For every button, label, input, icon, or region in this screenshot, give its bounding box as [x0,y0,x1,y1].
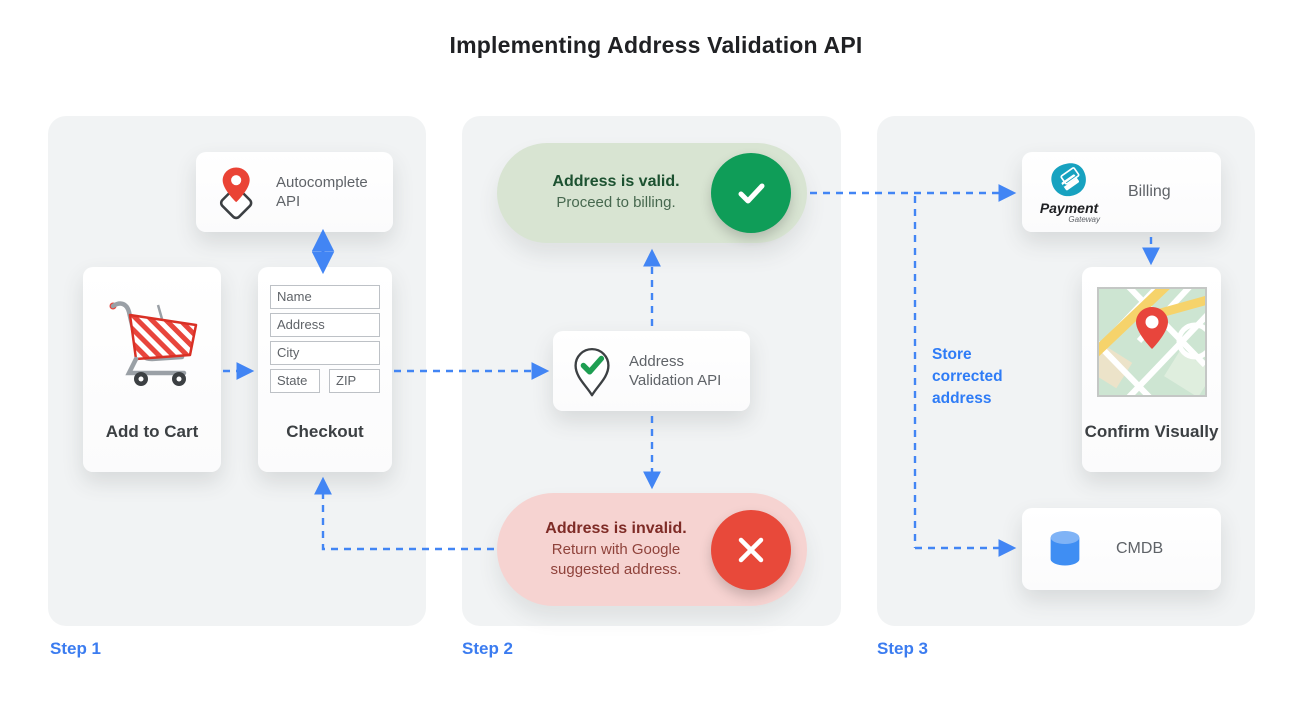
autocomplete-api-label: Autocomplete API [276,173,368,211]
add-to-cart-card: Add to Cart [83,267,221,472]
checkout-form: Name Address City State ZIP [270,285,380,397]
address-invalid-pill: Address is invalid. Return with Google s… [497,493,807,606]
billing-card: Payment Gateway Billing [1022,152,1221,232]
address-valid-subtitle: Proceed to billing. [556,194,676,212]
address-validation-api-label: Address Validation API [629,352,722,390]
pin-check-icon [567,342,617,400]
address-invalid-title: Address is invalid. [545,520,687,537]
billing-label: Billing [1128,182,1171,200]
address-field[interactable]: Address [270,313,380,337]
step-3-label: Step 3 [877,639,929,658]
page-title: Implementing Address Validation API [449,32,863,58]
address-valid-text: Address is valid. Proceed to billing. [497,173,711,213]
cmdb-card: CMDB [1022,508,1221,590]
add-to-cart-label: Add to Cart [105,421,199,441]
checkout-label: Checkout [286,421,364,441]
payment-logo-subtitle: Gateway [1068,214,1100,224]
address-valid-pill: Address is valid. Proceed to billing. [497,143,807,243]
address-invalid-subtitle: Return with Google suggested address. [550,541,682,578]
shopping-cart-icon [100,293,204,389]
checkout-card: Name Address City State ZIP Checkout [258,267,392,472]
state-field[interactable]: State [270,369,320,393]
check-circle-icon [711,153,791,233]
cmdb-label: CMDB [1116,539,1164,557]
address-valid-title: Address is valid. [552,173,680,191]
zip-field[interactable]: ZIP [329,369,380,393]
autocomplete-api-card: Autocomplete API [196,152,393,232]
x-circle-icon [711,509,791,590]
address-validation-api-card: Address Validation API [553,331,750,411]
address-invalid-text: Address is invalid. Return with Google s… [497,520,711,579]
payment-logo-title: Payment [1039,199,1099,216]
map-thumbnail [1097,287,1207,397]
name-field[interactable]: Name [270,285,380,309]
confirm-visually-card: Confirm Visually [1082,267,1221,472]
store-corrected-address-note: Store corrected address [932,346,1003,407]
map-pin-diamond-icon [210,164,264,220]
city-field[interactable]: City [270,341,380,365]
step-1-label: Step 1 [50,639,102,658]
confirm-visually-label: Confirm Visually [1084,421,1219,441]
payment-gateway-logo: Payment Gateway [1036,161,1102,224]
database-icon [1042,527,1088,571]
step-2-label: Step 2 [462,639,514,658]
